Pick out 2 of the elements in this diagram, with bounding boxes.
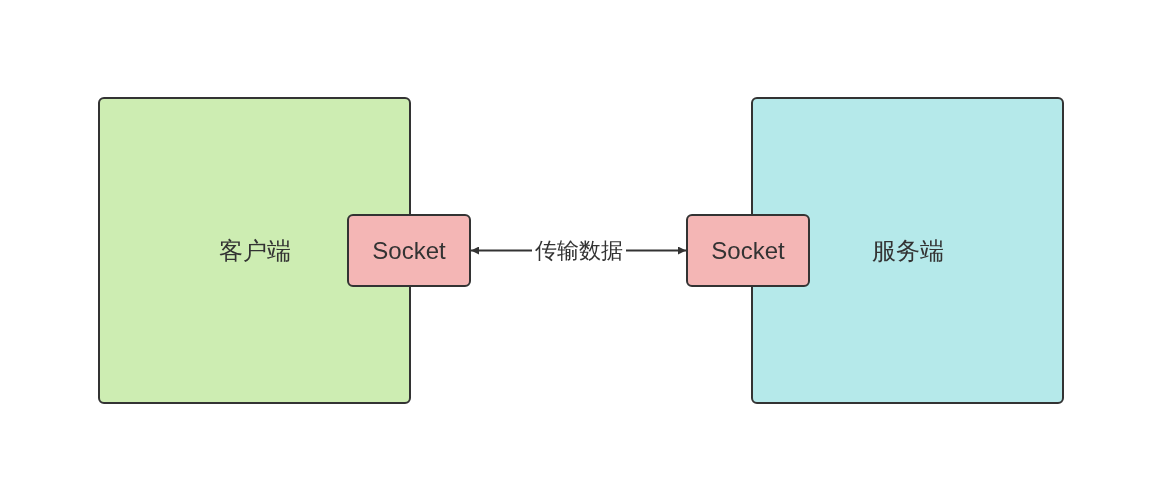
socket-box: Socket [347, 214, 471, 287]
socket-box: Socket [686, 214, 810, 287]
